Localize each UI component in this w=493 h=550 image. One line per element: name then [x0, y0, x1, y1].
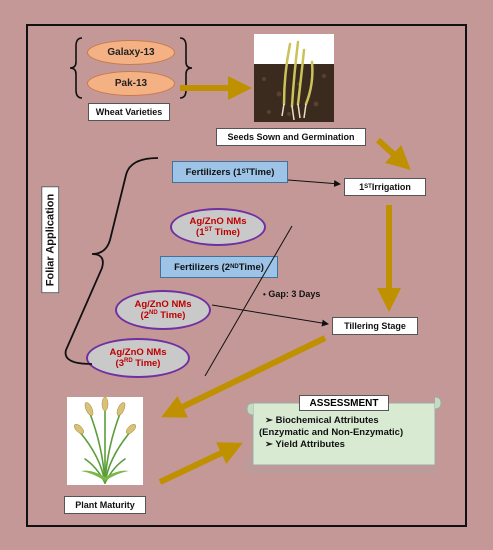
nanoparticle-first-oval: Ag/ZnO NMs(1ST Time): [170, 208, 266, 246]
irrigation-tail: Irrigation: [371, 182, 411, 192]
gap-text: Gap: 3 Days: [268, 289, 321, 299]
np3-post: Time): [132, 358, 161, 369]
variety-pak-13: Pak-13: [87, 71, 175, 96]
gap-label: • Gap: 3 Days: [263, 289, 363, 303]
arrow-maturity-to-assessment: [158, 442, 243, 485]
np1-sup: ST: [204, 226, 213, 233]
wheat-plant-image: [67, 396, 143, 485]
arrow-seeds-to-irrigation: [375, 137, 411, 171]
fertilizer2-text: Fertilizers (2: [174, 261, 231, 273]
fertilizer1-tail: Time): [249, 166, 275, 178]
assessment-item-biochemical: ➢ Biochemical Attributes: [265, 415, 379, 426]
np2-post: Time): [157, 310, 186, 321]
arrow-np-to-tillering: [211, 304, 329, 327]
seeds-sown-label: Seeds Sown and Germination: [227, 132, 355, 142]
right-brace-icon: [179, 37, 193, 99]
left-brace-icon: [69, 37, 83, 99]
nanoparticle-third-oval: Ag/ZnO NMs(3RD Time): [86, 338, 190, 378]
fertilizer2-tail: Time): [238, 261, 264, 273]
assessment-item-biochemical-detail: (Enzymatic and Non-Enzymatic): [259, 427, 404, 438]
fertilizer1-text: Fertilizers (1: [185, 166, 242, 178]
assessment-item-yield: ➢ Yield Attributes: [265, 439, 345, 450]
divider-line: [204, 225, 293, 377]
nanoparticle-second-oval: Ag/ZnO NMs(2ND Time): [115, 290, 211, 330]
np1-pre: (1: [196, 227, 205, 238]
np2-sup: ND: [148, 309, 158, 316]
diagram-frame: [26, 24, 467, 527]
np1-post: Time): [212, 227, 240, 238]
plant-maturity-box: Plant Maturity: [64, 496, 146, 514]
variety-label: Pak-13: [114, 78, 148, 89]
arrow-fertilizer-to-irrigation: [287, 179, 341, 188]
wheat-varieties-box: Wheat Varieties: [88, 103, 170, 121]
assessment-title: ASSESSMENT: [299, 395, 389, 411]
variety-label: Galaxy-13: [107, 47, 155, 58]
irrigation-num: 1: [359, 182, 365, 192]
seedling-image: [254, 34, 334, 122]
tillering-stage-box: Tillering Stage: [332, 317, 418, 335]
arrow-tillering-to-maturity: [161, 335, 327, 418]
assessment-items: ➢ Biochemical Attributes (Enzymatic and …: [259, 415, 439, 451]
plant-maturity-label: Plant Maturity: [75, 500, 135, 510]
foliar-brace-icon: [64, 157, 159, 365]
np2-line1: Ag/ZnO NMs: [134, 299, 192, 310]
wheat-varieties-label: Wheat Varieties: [95, 107, 163, 117]
seeds-sown-box: Seeds Sown and Germination: [216, 128, 366, 146]
np3-line1: Ag/ZnO NMs: [109, 347, 167, 358]
np2-pre: (2: [140, 310, 149, 321]
tillering-stage-label: Tillering Stage: [344, 321, 406, 331]
variety-galaxy-13: Galaxy-13: [87, 40, 175, 65]
bullet-icon: •: [263, 290, 266, 299]
np3-sup: RD: [123, 357, 133, 364]
assessment-scroll: ASSESSMENT ➢ Biochemical Attributes (Enz…: [245, 395, 443, 473]
np3-pre: (3: [115, 358, 124, 369]
np1-line1: Ag/ZnO NMs: [189, 216, 247, 227]
